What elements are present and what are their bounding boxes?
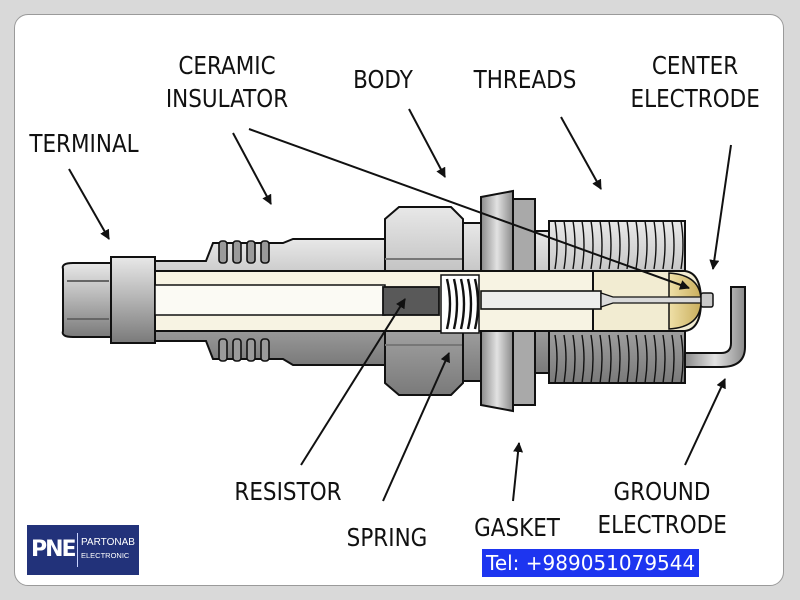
label-ceramic-line1: CERAMIC	[178, 51, 276, 80]
label-spring: SPRING	[346, 523, 428, 552]
label-ground-electrode: GROUND ELECTRODE	[598, 475, 727, 541]
label-gasket: GASKET	[474, 513, 560, 542]
label-body: BODY	[353, 65, 413, 94]
label-threads: THREADS	[473, 65, 577, 94]
resistor-arrow	[300, 298, 406, 466]
diagram-frame: CERAMIC INSULATOR BODY THREADS CENTER EL…	[14, 14, 784, 586]
logo-name: PARTONAB	[81, 537, 135, 548]
label-ground-line1: GROUND	[613, 477, 711, 506]
terminal-nut	[61, 256, 156, 344]
ground-electrode-arrow	[684, 378, 726, 466]
terminal-arrow	[68, 168, 110, 240]
label-resistor: RESISTOR	[234, 477, 342, 506]
label-electrode-line2: ELECTRODE	[630, 84, 760, 113]
ground-electrode-shape	[684, 286, 746, 368]
label-insulator-line2: INSULATOR	[165, 84, 289, 113]
logo-subtitle: ELECTRONIC	[81, 551, 130, 560]
label-ground-electrode-line2: ELECTRODE	[597, 510, 727, 539]
contact-phone[interactable]: Tel: +989051079544	[482, 549, 700, 577]
label-ceramic-insulator: CERAMIC INSULATOR	[158, 49, 296, 115]
logo-mark: PNE	[31, 537, 77, 562]
label-terminal: TERMINAL	[29, 129, 139, 158]
spring-shape	[440, 274, 480, 334]
center-electrode-arrow	[709, 144, 732, 270]
partonab-logo: PNE PARTONAB ELECTRONIC	[27, 525, 139, 575]
label-center-electrode: CENTER ELECTRODE	[631, 49, 760, 115]
label-center-line1: CENTER	[651, 51, 739, 80]
body-arrow	[408, 108, 446, 178]
cutaway-interior	[154, 270, 703, 334]
spark-plug-diagram	[61, 108, 746, 502]
insulator-arrow-2	[248, 128, 690, 290]
logo-divider	[77, 533, 78, 567]
insulator-arrow-1	[232, 132, 272, 205]
center-electrode-tip	[700, 292, 714, 308]
leader-arrows	[68, 108, 732, 502]
threads-arrow	[560, 116, 602, 190]
spring-arrow	[382, 352, 450, 502]
gasket-arrow	[512, 442, 524, 502]
